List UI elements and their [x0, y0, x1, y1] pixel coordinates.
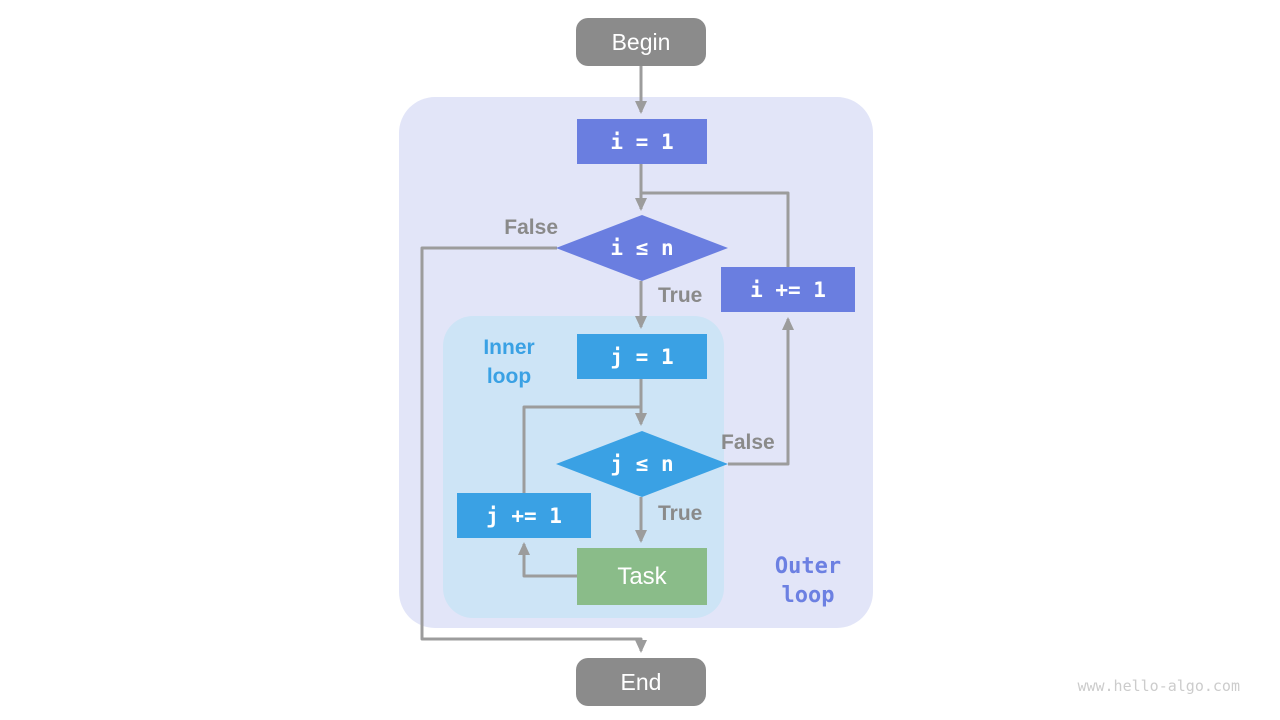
edge-i-cond-false-to-end: [420, 246, 647, 653]
watermark: www.hello-algo.com: [1077, 677, 1240, 695]
inner-false-label: False: [721, 431, 775, 454]
task-node: Task: [577, 548, 707, 605]
j-init-node: j = 1: [577, 334, 707, 379]
outer-loop-caption-line1: Outer: [774, 554, 842, 579]
outer-true-label: True: [658, 284, 703, 307]
edge-j-inc-loopback: [522, 405, 641, 493]
j-increment-node: j += 1: [457, 493, 591, 538]
inner-true-label: True: [658, 502, 703, 525]
outer-loop-caption: Outer loop: [748, 553, 868, 610]
i-increment-node: i += 1: [721, 267, 855, 312]
edge-i-inc-loopback: [641, 191, 790, 268]
inner-loop-caption-line1: Inner: [483, 336, 535, 359]
i-init-node: i = 1: [577, 119, 707, 164]
inner-loop-caption-line2: loop: [486, 364, 532, 388]
begin-node: Begin: [576, 18, 706, 66]
inner-loop-caption: Inner loop: [459, 334, 559, 391]
edge-j-cond-false-to-i-inc: [728, 317, 794, 466]
end-node: End: [576, 658, 706, 706]
outer-false-label: False: [504, 216, 558, 239]
outer-loop-caption-line2: loop: [781, 582, 835, 608]
edge-task-to-j-inc: [518, 542, 577, 578]
